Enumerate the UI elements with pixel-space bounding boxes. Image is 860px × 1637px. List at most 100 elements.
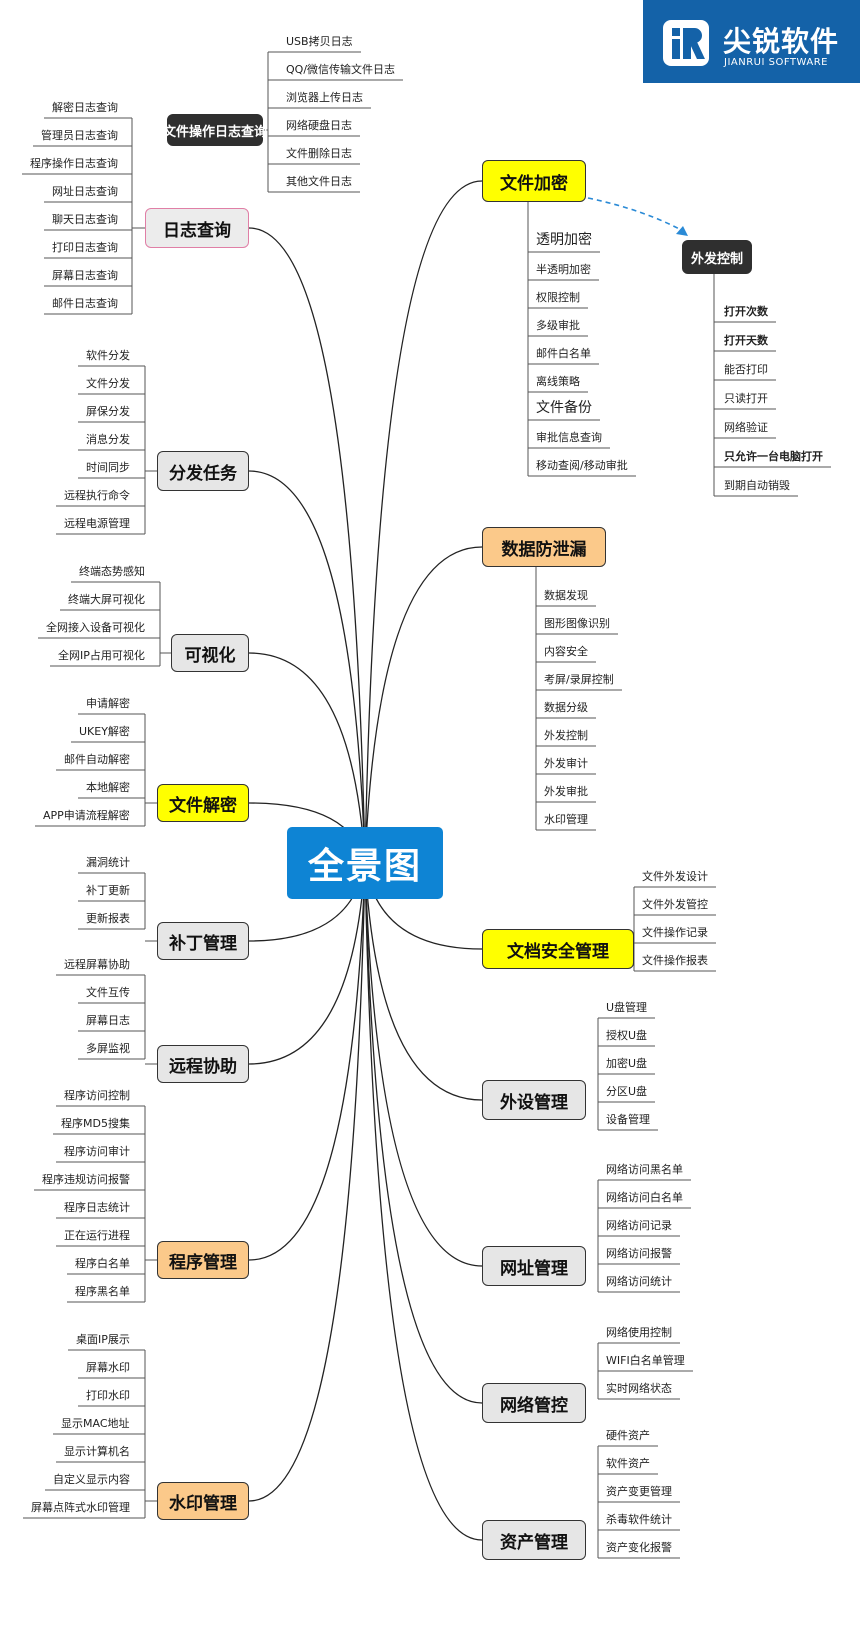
- topic-peripheral-management: 外设管理: [482, 1080, 586, 1120]
- leaf-item: 时间同步: [86, 461, 130, 474]
- leaf-item: 屏幕水印: [86, 1361, 130, 1374]
- leaf-item: 申请解密: [86, 697, 130, 710]
- leaf-item: 漏洞统计: [86, 856, 130, 869]
- leaf-item: 授权U盘: [606, 1029, 648, 1042]
- leaf-item: 文件操作记录: [642, 926, 708, 939]
- leaf-item: 多级审批: [536, 319, 580, 332]
- leaf-item: 打开天数: [724, 334, 768, 347]
- leaf-item: 权限控制: [536, 291, 580, 304]
- leaf-item: 只允许一台电脑打开: [724, 450, 823, 463]
- leaf-item: 文件外发设计: [642, 870, 708, 883]
- leaf-item: 到期自动销毁: [724, 479, 790, 492]
- leaf-item: 打开次数: [724, 305, 768, 318]
- leaf-item: 网络访问统计: [606, 1275, 672, 1288]
- leaf-item: 资产变更管理: [606, 1485, 672, 1498]
- brand-name-en: JIANRUI SOFTWARE: [724, 57, 828, 68]
- leaf-item: 浏览器上传日志: [286, 91, 363, 104]
- leaf-item: 屏幕日志查询: [52, 269, 118, 282]
- leaf-item: 程序白名单: [75, 1257, 130, 1270]
- connector-dlp: [364, 546, 483, 864]
- leaf-item: 水印管理: [544, 813, 588, 826]
- brand-logo: 尖锐软件 JIANRUI SOFTWARE: [643, 0, 860, 83]
- leaf-item: 离线策略: [536, 375, 580, 388]
- dashed-arrow: [587, 197, 686, 233]
- leaf-item: 审批信息查询: [536, 431, 602, 444]
- leaf-item: 本地解密: [86, 781, 130, 794]
- leaf-item: 网络访问记录: [606, 1219, 672, 1232]
- topic-url-management: 网址管理: [482, 1246, 586, 1286]
- leaf-item: 分区U盘: [606, 1085, 648, 1098]
- connector-prog: [248, 862, 366, 1261]
- leaf-item: 数据发现: [544, 589, 588, 602]
- leaf-item: 程序违规访问报警: [42, 1173, 130, 1186]
- connector-asset: [364, 862, 483, 1541]
- connector-url: [364, 862, 483, 1267]
- topic-log-query: 日志查询: [145, 208, 249, 248]
- leaf-item: 邮件白名单: [536, 347, 591, 360]
- leaf-item: 聊天日志查询: [52, 213, 118, 226]
- leaf-item: 管理员日志查询: [41, 129, 118, 142]
- topic-patch-management: 补丁管理: [157, 922, 249, 960]
- leaf-item: WIFI白名单管理: [606, 1354, 685, 1367]
- leaf-item: 文件操作报表: [642, 954, 708, 967]
- leaf-item: 自定义显示内容: [53, 1473, 130, 1486]
- leaf-item: 杀毒软件统计: [606, 1513, 672, 1526]
- leaf-item: 软件资产: [606, 1457, 650, 1470]
- leaf-item: UKEY解密: [79, 725, 130, 738]
- leaf-item: 邮件自动解密: [64, 753, 130, 766]
- topic-program-management: 程序管理: [157, 1241, 249, 1279]
- leaf-item: 加密U盘: [606, 1057, 648, 1070]
- leaf-item: 硬件资产: [606, 1429, 650, 1442]
- leaf-item: 远程电源管理: [64, 517, 130, 530]
- leaf-item: 网络使用控制: [606, 1326, 672, 1339]
- leaf-item: 打印水印: [86, 1389, 130, 1402]
- leaf-item: 显示MAC地址: [61, 1417, 130, 1430]
- leaf-item: 全网接入设备可视化: [46, 621, 145, 634]
- leaf-item: 屏幕日志: [86, 1014, 130, 1027]
- leaf-item: 消息分发: [86, 433, 130, 446]
- leaf-item: 网址日志查询: [52, 185, 118, 198]
- leaf-item: 外发审计: [544, 757, 588, 770]
- connector-enc: [364, 180, 483, 864]
- connector-wm: [248, 862, 366, 1502]
- leaf-item: 更新报表: [86, 912, 130, 925]
- leaf-item: 外发控制: [544, 729, 588, 742]
- leaf-item: 图形图像识别: [544, 617, 610, 630]
- leaf-item: 只读打开: [724, 392, 768, 405]
- topic-file-ops-log: 文件操作日志查询: [163, 114, 267, 146]
- leaf-item: 网络访问报警: [606, 1247, 672, 1260]
- topic-watermark-management: 水印管理: [157, 1482, 249, 1520]
- center-topic: 全景图: [287, 827, 443, 899]
- brand-name-cn: 尖锐软件: [723, 25, 840, 58]
- jr-logo-icon: [663, 20, 709, 66]
- topic-file-encrypt: 文件加密: [482, 160, 586, 202]
- leaf-item: 网络访问白名单: [606, 1191, 683, 1204]
- connector-dev: [364, 862, 483, 1101]
- leaf-item: 网络访问黑名单: [606, 1163, 683, 1176]
- leaf-item: 透明加密: [536, 232, 592, 248]
- leaf-item: 程序黑名单: [75, 1285, 130, 1298]
- leaf-item: 资产变化报警: [606, 1541, 672, 1554]
- topic-document-security: 文档安全管理: [482, 929, 634, 969]
- leaf-item: 网络验证: [724, 421, 768, 434]
- leaf-item: 补丁更新: [86, 884, 130, 897]
- leaf-item: 程序MD5搜集: [61, 1117, 130, 1130]
- connector-dist: [248, 470, 366, 864]
- leaf-item: 考屏/录屏控制: [544, 673, 614, 686]
- leaf-item: 软件分发: [86, 349, 130, 362]
- leaf-item: 文件删除日志: [286, 147, 352, 160]
- leaf-item: 实时网络状态: [606, 1382, 672, 1395]
- leaf-item: 屏保分发: [86, 405, 130, 418]
- leaf-item: 程序访问控制: [64, 1089, 130, 1102]
- leaf-item: U盘管理: [606, 1001, 648, 1014]
- leaf-item: 程序操作日志查询: [30, 157, 118, 170]
- leaf-item: 文件备份: [536, 400, 592, 416]
- leaf-item: 半透明加密: [536, 263, 591, 276]
- topic-network-control: 网络管控: [482, 1383, 586, 1423]
- topic-distribution-task: 分发任务: [157, 451, 249, 491]
- leaf-item: 设备管理: [606, 1113, 650, 1126]
- leaf-item: APP申请流程解密: [43, 809, 130, 822]
- topic-asset-management: 资产管理: [482, 1520, 586, 1560]
- leaf-item: USB拷贝日志: [286, 35, 353, 48]
